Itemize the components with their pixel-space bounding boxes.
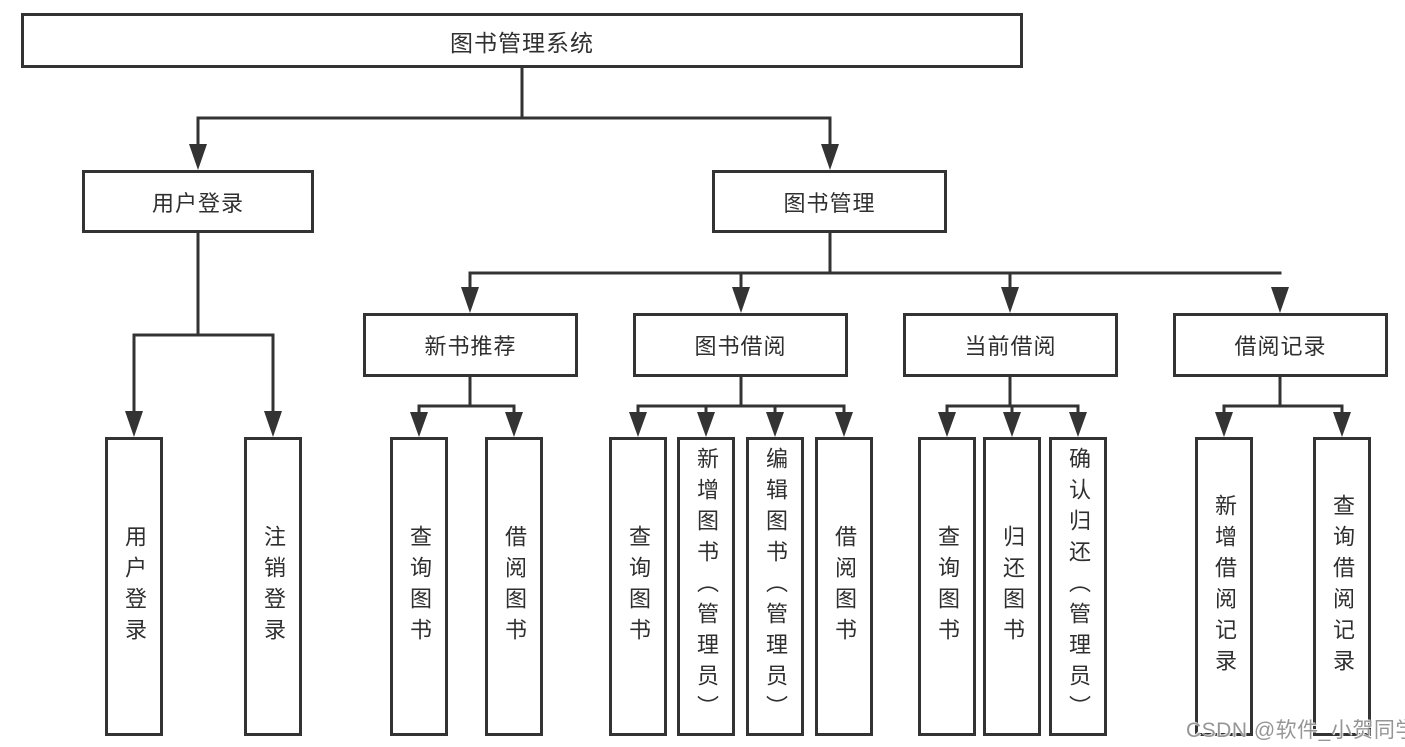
node-borrowing-records: 借阅记录 <box>1173 313 1388 377</box>
leaf-label: 归还图书 <box>1000 524 1025 649</box>
node-book-management-system: 图书管理系统 <box>21 13 1023 68</box>
leaf-label: 注销登录 <box>261 524 286 649</box>
leaf-borrow-books-recommend: 借阅图书 <box>485 437 543 736</box>
leaf-return-books: 归还图书 <box>983 437 1041 736</box>
leaf-label: 用户登录 <box>122 524 147 649</box>
leaf-query-borrow-record: 查询借阅记录 <box>1313 437 1371 736</box>
leaf-confirm-return-admin: 确认归还（管理员） <box>1049 437 1107 736</box>
node-label: 图书管理 <box>783 190 876 216</box>
leaf-query-books-current: 查询图书 <box>918 437 976 736</box>
leaf-label: 借阅图书 <box>832 524 857 649</box>
leaf-add-borrow-record: 新增借阅记录 <box>1195 437 1253 736</box>
csdn-watermark: CSDN @软件_小贺同学 <box>1186 719 1405 742</box>
leaf-label: 编辑图书（管理员） <box>763 447 788 726</box>
node-label: 用户登录 <box>151 190 244 216</box>
leaf-query-books-recommend: 查询图书 <box>390 437 448 736</box>
leaf-label: 确认归还（管理员） <box>1066 447 1091 726</box>
node-label: 当前借阅 <box>964 334 1057 359</box>
node-current-borrowing: 当前借阅 <box>903 313 1118 377</box>
node-user-login-branch: 用户登录 <box>82 170 314 233</box>
node-new-book-recommend: 新书推荐 <box>363 313 578 377</box>
leaf-label: 查询图书 <box>935 524 960 649</box>
node-label: 借阅记录 <box>1234 334 1327 359</box>
leaf-label: 新增借阅记录 <box>1212 493 1237 680</box>
leaf-logout: 注销登录 <box>244 437 302 736</box>
leaf-label: 查询图书 <box>626 524 651 649</box>
node-label: 新书推荐 <box>424 334 517 359</box>
node-label: 图书管理系统 <box>450 29 594 56</box>
leaf-label: 查询图书 <box>407 524 432 649</box>
node-book-management-branch: 图书管理 <box>712 170 947 233</box>
node-book-borrowing: 图书借阅 <box>633 313 848 377</box>
leaf-edit-book-admin: 编辑图书（管理员） <box>746 437 804 736</box>
leaf-query-books-borrowing: 查询图书 <box>609 437 667 736</box>
leaf-label: 新增图书（管理员） <box>694 447 719 726</box>
node-label: 图书借阅 <box>694 334 787 359</box>
leaf-label: 借阅图书 <box>502 524 527 649</box>
leaf-add-book-admin: 新增图书（管理员） <box>677 437 735 736</box>
leaf-borrow-books: 借阅图书 <box>815 437 873 736</box>
leaf-label: 查询借阅记录 <box>1330 493 1355 680</box>
leaf-user-login: 用户登录 <box>105 437 163 736</box>
